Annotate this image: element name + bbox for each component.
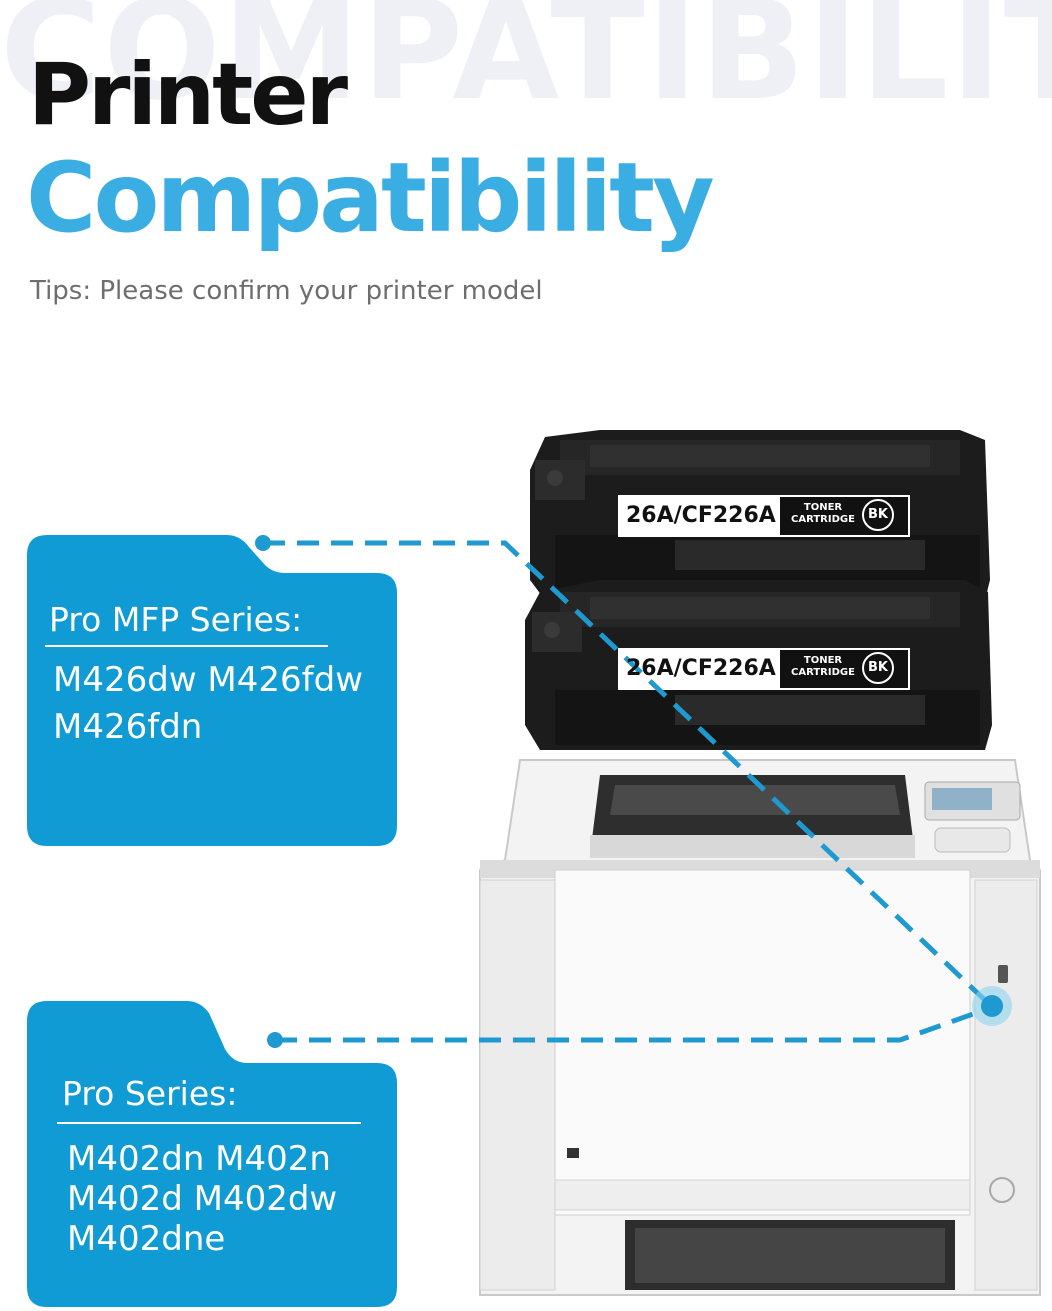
heading-underline (45, 645, 328, 647)
heading-underline (57, 1122, 361, 1124)
cartridge-model-label-top: 26A/CF226A (626, 503, 776, 528)
toner-cartridge-bottom (525, 580, 992, 750)
connector-target-dot (981, 995, 1003, 1017)
cartridge-model-label-bottom: 26A/CF226A (626, 656, 776, 681)
model-list: M402dn M402n M402d M402dw M402dne (67, 1139, 337, 1259)
model-line: M402d M402dw (67, 1179, 338, 1219)
connector-dot-pro (267, 1032, 283, 1048)
model-line: M402dn M402n (67, 1139, 331, 1179)
series-card-pro-mfp: Pro MFP Series: M426dw M426fdw M426fdn (27, 535, 397, 846)
model-line: M426fdn (53, 707, 203, 747)
model-line: M402dne (67, 1219, 226, 1259)
title-printer: Printer (28, 45, 348, 145)
cartridge-color-badge-bottom: BK (862, 652, 894, 684)
series-heading: Pro MFP Series: (49, 600, 303, 639)
connector-lines (263, 540, 992, 1043)
series-card-pro: Pro Series: M402dn M402n M402d M402dw M4… (27, 1001, 397, 1307)
model-line: M426dw M426fdw (53, 660, 364, 700)
series-heading: Pro Series: (62, 1074, 238, 1113)
connector-dot-mfp (255, 535, 271, 551)
tips-text: Tips: Please confirm your printer model (30, 276, 543, 306)
title-compatibility: Compatibility (26, 142, 715, 254)
printer-body (479, 759, 1041, 1296)
background-watermark-word: COMPATIBILITY (0, 0, 1052, 120)
cartridge-color-badge-top: BK (862, 499, 894, 531)
model-list: M426dw M426fdw M426fdn (53, 657, 363, 751)
